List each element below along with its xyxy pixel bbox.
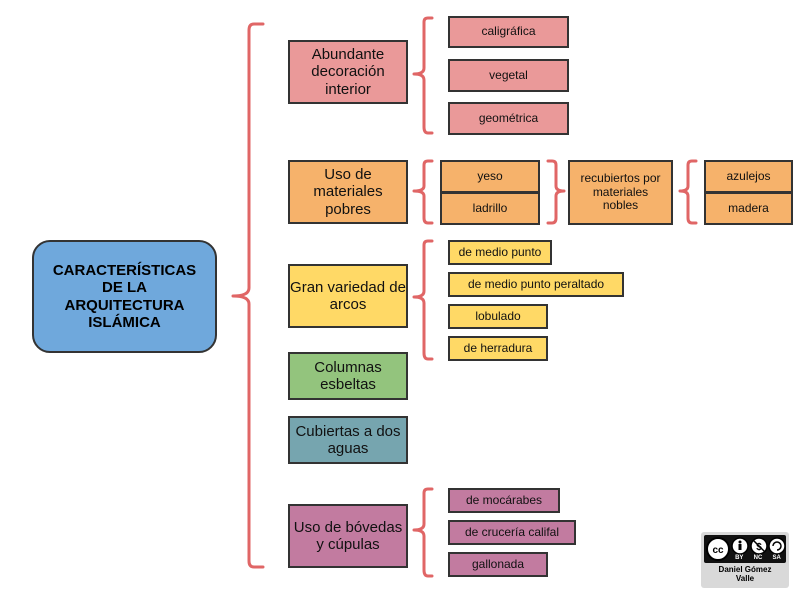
leaf-medio-punto: de medio punto xyxy=(448,240,552,265)
leaf-mocarabes: de mocárabes xyxy=(448,488,560,513)
bovedas-bracket xyxy=(412,487,434,578)
node-recubiertos-label: recubiertos por materiales nobles xyxy=(580,170,661,213)
cc-icon: cc $ xyxy=(706,537,786,561)
leaf-herradura-label: de herradura xyxy=(463,340,533,355)
node-arcos: Gran variedad de arcos xyxy=(288,264,408,328)
main-bracket xyxy=(231,22,265,569)
recubiertos-bracket xyxy=(678,159,698,225)
leaf-geometrica-label: geométrica xyxy=(478,110,539,125)
leaf-yeso-label: yeso xyxy=(477,168,503,183)
leaf-lobulado: lobulado xyxy=(448,304,548,329)
arcos-bracket xyxy=(412,239,434,361)
leaf-vegetal: vegetal xyxy=(448,59,569,92)
decoracion-bracket xyxy=(412,16,434,135)
leaf-herradura: de herradura xyxy=(448,336,548,361)
leaf-cruceria-califal: de crucería califal xyxy=(448,520,576,545)
badge-nc: NC xyxy=(753,555,763,561)
leaf-madera-label: madera xyxy=(728,200,769,215)
node-bovedas: Uso de bóvedas y cúpulas xyxy=(288,504,408,568)
leaf-medio-punto-label: de medio punto xyxy=(458,244,542,259)
license-badge-labels: BY NC SA xyxy=(730,555,786,561)
node-cubiertas: Cubiertas a dos aguas xyxy=(288,416,408,464)
materiales-bracket xyxy=(412,159,434,225)
leaf-medio-punto-peraltado: de medio punto peraltado xyxy=(448,272,624,297)
root-label: CARACTERÍSTICAS DE LA ARQUITECTURA ISLÁM… xyxy=(52,262,197,331)
license-icons: cc $ BY NC SA xyxy=(704,535,786,563)
node-decoracion: Abundante decoración interior xyxy=(288,40,408,104)
yeso-ladrillo-bracket xyxy=(546,159,566,225)
node-columnas-label: Columnas esbeltas xyxy=(314,358,382,393)
leaf-mocarabes-label: de mocárabes xyxy=(465,492,543,507)
leaf-yeso: yeso xyxy=(440,160,540,193)
root-node: CARACTERÍSTICAS DE LA ARQUITECTURA ISLÁM… xyxy=(32,240,217,353)
node-arcos-label: Gran variedad de arcos xyxy=(290,278,406,313)
node-materiales-label: Uso de materiales pobres xyxy=(313,166,383,218)
leaf-ladrillo-label: ladrillo xyxy=(472,200,508,215)
leaf-vegetal-label: vegetal xyxy=(489,67,528,82)
leaf-caligrafica: caligráfica xyxy=(448,16,569,48)
license-author: Daniel Gómez Valle xyxy=(718,565,772,583)
node-decoracion-label: Abundante decoración interior xyxy=(311,46,385,98)
leaf-medio-punto-peraltado-label: de medio punto peraltado xyxy=(467,276,605,291)
svg-text:cc: cc xyxy=(712,545,724,556)
leaf-lobulado-label: lobulado xyxy=(475,308,521,323)
node-bovedas-label: Uso de bóvedas y cúpulas xyxy=(293,518,403,553)
leaf-azulejos: azulejos xyxy=(704,160,793,193)
leaf-madera: madera xyxy=(704,192,793,225)
leaf-gallonada-label: gallonada xyxy=(471,556,525,571)
license-badge: cc $ BY NC SA Daniel Gómez Valle xyxy=(701,532,789,588)
leaf-ladrillo: ladrillo xyxy=(440,192,540,225)
svg-text:$: $ xyxy=(756,542,762,553)
node-materiales: Uso de materiales pobres xyxy=(288,160,408,224)
badge-by: BY xyxy=(735,555,744,561)
leaf-cruceria-califal-label: de crucería califal xyxy=(464,524,560,539)
badge-sa: SA xyxy=(772,555,781,561)
node-columnas: Columnas esbeltas xyxy=(288,352,408,400)
node-cubiertas-label: Cubiertas a dos aguas xyxy=(295,422,401,457)
node-recubiertos: recubiertos por materiales nobles xyxy=(568,160,673,225)
leaf-geometrica: geométrica xyxy=(448,102,569,135)
leaf-gallonada: gallonada xyxy=(448,552,548,577)
leaf-caligrafica-label: caligráfica xyxy=(481,24,536,39)
leaf-azulejos-label: azulejos xyxy=(726,168,771,183)
